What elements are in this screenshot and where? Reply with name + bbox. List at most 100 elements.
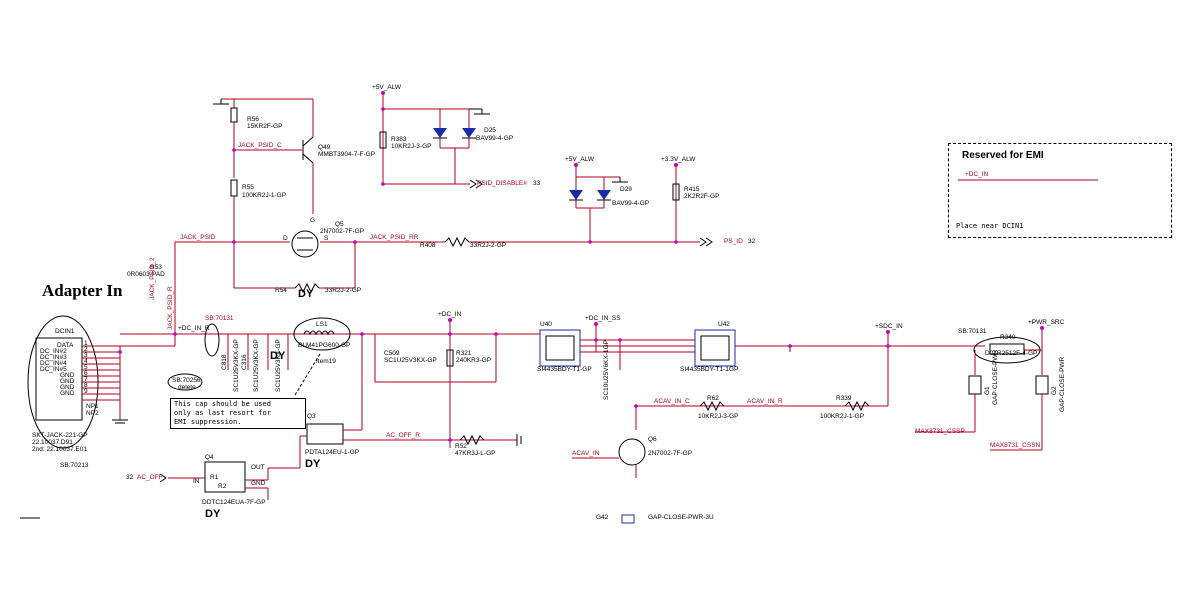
resistor-r55 (230, 179, 238, 197)
d29-ref: D29 (620, 186, 632, 193)
cap-value: SC1U25V3KX-GP (233, 339, 240, 392)
r415-value: 2K2R2F-GP (684, 193, 720, 200)
cap-value: SC1U25V3KX-GP (253, 339, 260, 392)
dy-mark: DY (270, 350, 286, 362)
cap-ref: C818 (221, 354, 228, 370)
dcin-pin-gnd: GND (60, 384, 75, 391)
connector-dcin1 (35, 337, 83, 421)
ls1-item: Item19 (316, 358, 336, 365)
cap-ref: C316 (241, 354, 248, 370)
cap-value: SC1U25V3KX-GP (275, 339, 282, 392)
mosfet-q5 (291, 230, 319, 258)
ls1-ref: LS1 (316, 321, 328, 328)
dcin-pin-dcin4: DC_IN#4 (40, 360, 67, 367)
dcin-pin-np1: NP1 (86, 403, 99, 410)
q4-in: IN (193, 478, 200, 485)
net-ac-off-r: AC_OFF_R (386, 432, 420, 439)
q5-pin-d: D (283, 235, 288, 242)
resistor-r54 (294, 282, 320, 294)
emi-cap-note: This cap should be used only as last res… (170, 398, 306, 429)
sb-label: SB:70131 (205, 315, 234, 322)
net-max-cssp: MAX8731_CSSP (915, 428, 965, 435)
r54-value: 33R2J-2-GP (325, 287, 362, 294)
dcin-pin-num: 4 (84, 358, 88, 365)
r56-ref: R56 (247, 116, 259, 123)
dcin1-pn: 22.10037.D91 (32, 439, 73, 446)
u40-ref: U40 (540, 321, 552, 328)
q4-out: OUT (251, 464, 265, 471)
net-psid-disable: PSID_DISABLE# (477, 180, 527, 187)
resistor-r52 (459, 434, 485, 446)
dcin-pin-num: 7 (84, 376, 88, 383)
net-ps-id: PS_ID (724, 238, 743, 245)
dcin-pin-data: DATA (57, 342, 74, 349)
q49-ref: Q49 (318, 144, 331, 151)
resistor-r383 (379, 131, 387, 149)
transistor-q4 (204, 461, 246, 493)
note-line-1: This cap should be used (174, 400, 271, 408)
rail-3v3-alw: +3.3V_ALW (661, 156, 696, 163)
net-ac-off: AC_OFF (137, 474, 163, 481)
q6-value: 2N7002-7F-GP (648, 450, 693, 457)
dcin1-value: SKT-JACK-221-GP (32, 432, 88, 439)
resistor-r340 (989, 343, 1025, 355)
q5-pin-g: G (310, 217, 316, 224)
resistor-r339 (844, 400, 870, 412)
q4-value: DDTC124EUA-7F-GP (202, 499, 266, 506)
dcin-pin-num: 3 (84, 352, 88, 359)
dcin-pin-gnd: GND (60, 372, 75, 379)
diode-d25-a (433, 128, 447, 138)
r321-ref: R321 (456, 350, 472, 357)
q3-value: PDTA124EU-1-GP (305, 449, 360, 456)
net-jack-psid-rr: JACK_PSID_RR (370, 234, 419, 241)
r53-ref: R53 (150, 264, 162, 271)
r340-ref: R340 (1000, 334, 1016, 341)
gap-g42 (621, 514, 635, 524)
g42-value: GAP-CLOSE-PWR-3U (648, 514, 714, 521)
dy-mark: DY (305, 458, 321, 470)
dcin-pin-num: 1 (84, 340, 88, 347)
c509-ref: C509 (384, 350, 400, 357)
r52-value: 47KR3J-L-GP (455, 450, 496, 457)
transistor-q3 (306, 423, 344, 445)
dcin1-sb: SB:70213 (60, 462, 89, 469)
q6-ref: Q6 (648, 436, 657, 443)
place-near-note: Place near DCIN1 (956, 222, 1024, 230)
r55-ref: R55 (242, 184, 254, 191)
gap-g2 (1035, 375, 1049, 395)
q5-ref: Q5 (335, 221, 344, 228)
dcin-pin-gnd: GND (60, 378, 75, 385)
dcin-pin-np2: NP2 (86, 410, 99, 417)
g1-value: GAP-CLOSE-PWR (992, 349, 999, 405)
dcin-pin-num: 6 (84, 370, 88, 377)
r408-ref: R408 (420, 242, 436, 249)
r383-ref: R383 (391, 136, 407, 143)
q4-gnd: GND (251, 480, 266, 487)
dcin1-alt: 2nd: 22.10037.E01 (32, 446, 87, 453)
r415-ref: R415 (684, 186, 700, 193)
r339-value: 100KR2J-1-GP (820, 413, 865, 420)
diode-d29-a (569, 190, 583, 200)
dcin-pin-dcin5: DC_IN#5 (40, 366, 67, 373)
sb-label: SB:70256 (172, 377, 201, 384)
d29-value: BAV99-4-GP (612, 200, 650, 207)
mosfet-u40 (539, 329, 581, 367)
u40-value: SI4435BDY-T1-GP (537, 366, 592, 373)
rail-5v-alw-2: +5V_ALW (565, 156, 594, 163)
c509-value: SC1U25V3KX-GP (384, 357, 437, 364)
net-jack-psid-2: JACK_PSID_2 (149, 257, 156, 300)
resistor-r415 (672, 183, 680, 201)
q5-value: 2N7002-7F-GP (320, 228, 365, 235)
q5-pin-s: S (324, 235, 329, 242)
dcin-pin-num: 8 (84, 382, 88, 389)
rail-dc-in-r: +DC_IN_R (178, 325, 210, 332)
ground-symbol (213, 99, 229, 105)
reserved-emi-heading: Reserved for EMI (962, 150, 1044, 161)
r54-ref: R54 (275, 287, 287, 294)
rail-sdc-in: +SDC_IN (875, 323, 903, 330)
dcin-pin-num: 2 (84, 346, 88, 353)
q4-ref: Q4 (205, 454, 214, 461)
resistor-r408 (444, 236, 470, 248)
rail-dc-in-ss: +DC_IN_SS (585, 315, 621, 322)
